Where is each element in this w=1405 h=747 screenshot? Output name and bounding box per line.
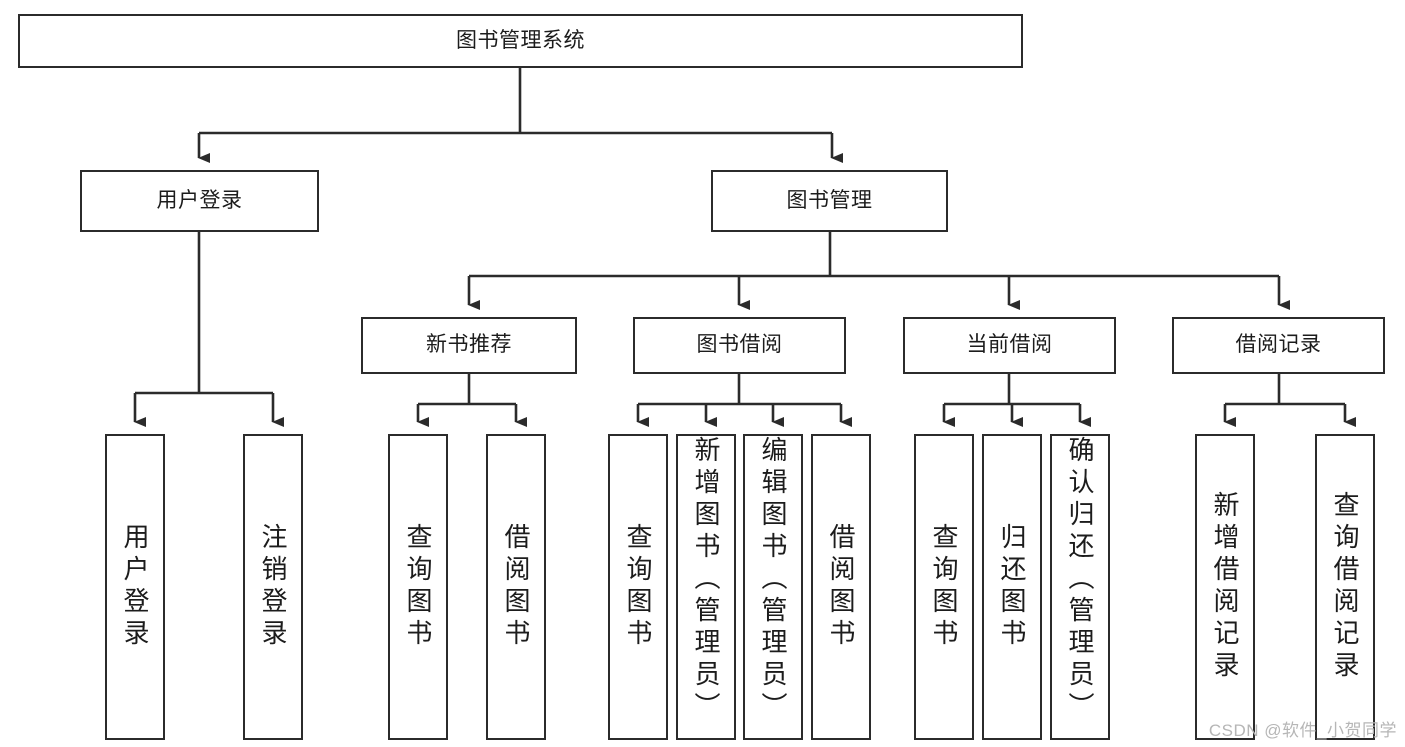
leaf-logout-label: 注销登录: [258, 523, 288, 651]
node-borrow-record-label: 借阅记录: [1235, 333, 1322, 357]
node-current-borrow-label: 当前借阅: [966, 333, 1053, 357]
leaf-confirm-return-admin-label: 确认归还（管理员）: [1065, 436, 1095, 724]
node-current-borrow[interactable]: 当前借阅: [903, 317, 1116, 374]
node-borrow-record[interactable]: 借阅记录: [1172, 317, 1385, 374]
leaf-borrow-book-recommend[interactable]: 借阅图书: [486, 434, 546, 740]
csdn-watermark: CSDN @软件_小贺同学: [1208, 721, 1397, 740]
leaf-logout[interactable]: 注销登录: [243, 434, 303, 740]
leaf-query-book-borrow[interactable]: 查询图书: [608, 434, 668, 740]
leaf-add-book-admin-label: 新增图书（管理员）: [691, 436, 721, 724]
leaf-add-book-admin[interactable]: 新增图书（管理员）: [676, 434, 736, 740]
node-book-borrow-label: 图书借阅: [696, 333, 783, 357]
node-user-login[interactable]: 用户登录: [80, 170, 319, 232]
node-root[interactable]: 图书管理系统: [18, 14, 1023, 68]
node-book-borrow[interactable]: 图书借阅: [633, 317, 846, 374]
leaf-query-book-recommend-label: 查询图书: [403, 523, 433, 651]
leaf-user-login[interactable]: 用户登录: [105, 434, 165, 740]
leaf-edit-book-admin[interactable]: 编辑图书（管理员）: [743, 434, 803, 740]
leaf-query-book-recommend[interactable]: 查询图书: [388, 434, 448, 740]
node-new-book-recommend-label: 新书推荐: [426, 333, 512, 357]
node-new-book-recommend[interactable]: 新书推荐: [361, 317, 577, 374]
leaf-add-borrow-record[interactable]: 新增借阅记录: [1195, 434, 1255, 740]
leaf-return-book-label: 归还图书: [997, 523, 1027, 651]
leaf-edit-book-admin-label: 编辑图书（管理员）: [758, 436, 788, 724]
leaf-borrow-book[interactable]: 借阅图书: [811, 434, 871, 740]
leaf-query-book-current-label: 查询图书: [929, 523, 959, 651]
leaf-query-borrow-record-label: 查询借阅记录: [1330, 491, 1360, 683]
leaf-query-borrow-record[interactable]: 查询借阅记录: [1315, 434, 1375, 740]
leaf-user-login-label: 用户登录: [120, 523, 150, 651]
leaf-query-book-current[interactable]: 查询图书: [914, 434, 974, 740]
leaf-confirm-return-admin[interactable]: 确认归还（管理员）: [1050, 434, 1110, 740]
leaf-query-book-borrow-label: 查询图书: [623, 523, 653, 651]
leaf-borrow-book-recommend-label: 借阅图书: [501, 523, 531, 651]
leaf-return-book[interactable]: 归还图书: [982, 434, 1042, 740]
node-book-management[interactable]: 图书管理: [711, 170, 948, 232]
node-user-login-label: 用户登录: [156, 188, 243, 212]
node-book-management-label: 图书管理: [786, 188, 873, 212]
leaf-borrow-book-label: 借阅图书: [826, 523, 856, 651]
node-root-label: 图书管理系统: [456, 28, 585, 52]
leaf-add-borrow-record-label: 新增借阅记录: [1210, 491, 1240, 683]
